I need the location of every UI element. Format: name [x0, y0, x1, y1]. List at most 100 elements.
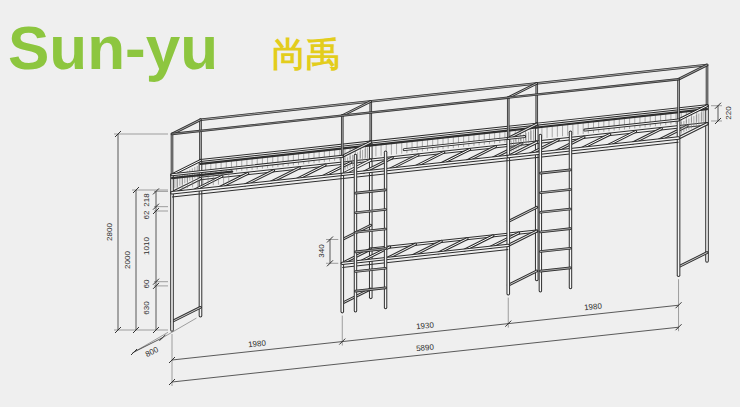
guard-mesh: [619, 119, 620, 130]
tube-outline: [355, 190, 385, 193]
guard-mesh: [360, 151, 361, 162]
guard-mesh: [182, 177, 183, 188]
tube-fill: [341, 156, 343, 311]
tube-fill: [355, 288, 385, 291]
tube-outline: [172, 172, 232, 179]
dimension-tick: [715, 118, 721, 124]
guard-mesh: [516, 138, 517, 149]
tube-fill: [707, 65, 708, 106]
guard-mesh: [448, 137, 449, 148]
guard-mesh: [177, 178, 178, 189]
guard-mesh: [293, 154, 294, 165]
tube-fill: [200, 120, 201, 161]
tube-outline: [508, 137, 524, 139]
frame-band: [508, 142, 678, 160]
guard-mesh: [329, 150, 330, 161]
dimension-line: [118, 134, 119, 330]
dimension-tick: [715, 103, 721, 109]
guard-mesh: [339, 149, 340, 160]
guard-mesh: [660, 114, 661, 125]
tube-fill: [679, 106, 707, 120]
extension-line: [326, 263, 338, 264]
guard-mesh: [241, 160, 242, 171]
dimension-value: 2000: [123, 250, 132, 270]
tube-fill: [171, 175, 173, 330]
tube-fill: [342, 116, 343, 157]
guard-mesh: [396, 143, 397, 154]
guard-mesh: [192, 176, 193, 187]
guard-mesh: [283, 155, 284, 166]
guard-mesh: [218, 173, 219, 184]
tube-fill: [342, 245, 508, 263]
tube-fill: [355, 190, 385, 193]
dimension-tick: [327, 260, 333, 266]
tube-fill: [679, 124, 707, 138]
guard-mesh: [288, 155, 289, 166]
tube-outline: [170, 175, 174, 330]
guard-mesh: [202, 175, 203, 186]
tube-outline: [172, 156, 342, 174]
tube-outline: [355, 268, 385, 271]
guard-mesh: [624, 118, 625, 129]
guard-mesh: [350, 156, 351, 167]
guard-mesh: [246, 159, 247, 170]
dimension-line: [718, 106, 719, 121]
dimension-value: 1930: [415, 320, 436, 331]
guard-mesh: [458, 136, 459, 147]
guard-mesh: [513, 139, 514, 150]
tube-outline: [508, 124, 536, 138]
guard-mesh: [303, 153, 304, 164]
guard-mesh: [215, 163, 216, 174]
tube-outline: [585, 120, 679, 130]
tube-outline: [705, 106, 709, 261]
guard-mesh: [676, 113, 677, 124]
guard-mesh: [686, 120, 687, 131]
tube-outline: [355, 209, 385, 212]
guard-mesh: [463, 136, 464, 147]
guard-mesh: [210, 163, 211, 174]
guard-mesh: [357, 152, 358, 163]
tube-fill: [679, 253, 707, 267]
tube-fill: [540, 209, 570, 212]
tube-outline: [507, 98, 510, 139]
tube-outline: [172, 174, 342, 192]
guard-mesh: [347, 157, 348, 168]
dimension-line: [172, 327, 679, 382]
guard-mesh: [533, 129, 534, 140]
guard-mesh: [208, 175, 209, 186]
tube-fill: [537, 106, 707, 124]
tube-fill: [507, 138, 509, 293]
tube-outline: [540, 248, 570, 251]
guard-mesh: [228, 172, 229, 183]
tube-fill: [540, 268, 570, 271]
tube-outline: [540, 170, 570, 173]
logo-wordmark: Sun-yu: [8, 14, 218, 82]
guard-mesh: [375, 145, 376, 156]
guard-mesh: [412, 141, 413, 152]
guard-mesh: [629, 118, 630, 129]
guard-mesh: [670, 113, 671, 124]
tube-fill: [508, 138, 678, 156]
tube-fill: [172, 307, 200, 321]
tube-fill: [536, 83, 537, 124]
dimension-tick: [133, 327, 139, 333]
tube-outline: [535, 83, 538, 124]
guard-mesh: [468, 135, 469, 146]
tube-outline: [369, 101, 372, 142]
dimension-tick: [169, 357, 175, 363]
guard-mesh: [557, 126, 558, 137]
guard-mesh: [593, 122, 594, 133]
guard-mesh: [698, 114, 699, 125]
tube-outline: [508, 231, 536, 245]
dimension-tick: [169, 379, 175, 385]
guard-mesh: [696, 115, 697, 126]
frame-band: [342, 161, 508, 179]
guard-mesh: [639, 117, 640, 128]
guard-mesh: [262, 158, 263, 169]
dimension-tick: [153, 204, 159, 210]
tube-fill: [706, 106, 708, 261]
tube-outline: [404, 138, 508, 149]
tube-fill: [200, 142, 370, 160]
tube-fill: [678, 120, 680, 275]
tube-fill: [172, 134, 173, 175]
